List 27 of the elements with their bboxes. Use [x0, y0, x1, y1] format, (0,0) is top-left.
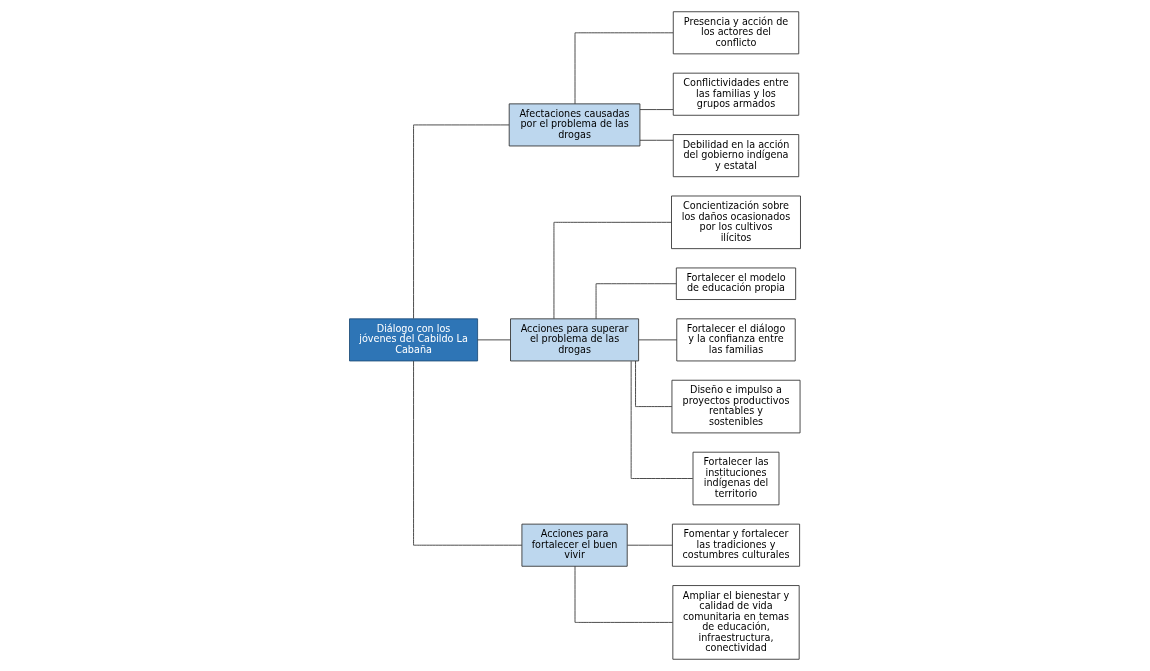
node-box: Concientización sobre los daños ocasionados por los cultivos ilícitos	[671, 195, 801, 250]
connector	[477, 339, 511, 341]
connector	[639, 109, 674, 110]
connector	[635, 360, 673, 407]
node-box: Debilidad en la acción del gobierno indígena y estatal	[672, 134, 800, 178]
node-box: Afectaciones causadas por el problema de las drogas	[508, 103, 641, 147]
node-box: Diálogo con los jóvenes del Cabildo La Cabaña	[349, 318, 479, 362]
node-box: Fomentar y fortalecer las tradiciones y costumbres culturales	[671, 523, 801, 567]
connector	[574, 32, 674, 105]
node-box: Ampliar el bienestar y calidad de vida comunitaria en temas de educación, infraestructura, conectividad	[672, 585, 800, 660]
connector	[626, 544, 673, 546]
node-box: Fortalecer el modelo de educación propia	[675, 267, 797, 300]
connector	[553, 221, 672, 320]
node-box: Acciones para fortalecer el buen vivir	[521, 523, 628, 567]
node-box: Acciones para superar el problema de las drogas	[510, 318, 640, 362]
connector	[630, 360, 694, 479]
connector	[595, 283, 677, 320]
node-box: Fortalecer el diálogo y la confianza entre las familias	[676, 318, 796, 362]
connector	[413, 124, 510, 319]
node-box: Diseño e impulso a proyectos productivos rentables y sostenibles	[671, 379, 801, 434]
node-box: Conflictividades entre las familias y los grupos armados	[672, 72, 800, 116]
node-box: Fortalecer las instituciones indígenas del territorio	[692, 451, 780, 506]
connector	[574, 565, 674, 623]
connector	[638, 339, 678, 341]
connector	[413, 360, 523, 546]
connector	[639, 139, 674, 141]
node-box: Presencia y acción de los actores del conflicto	[672, 11, 800, 55]
